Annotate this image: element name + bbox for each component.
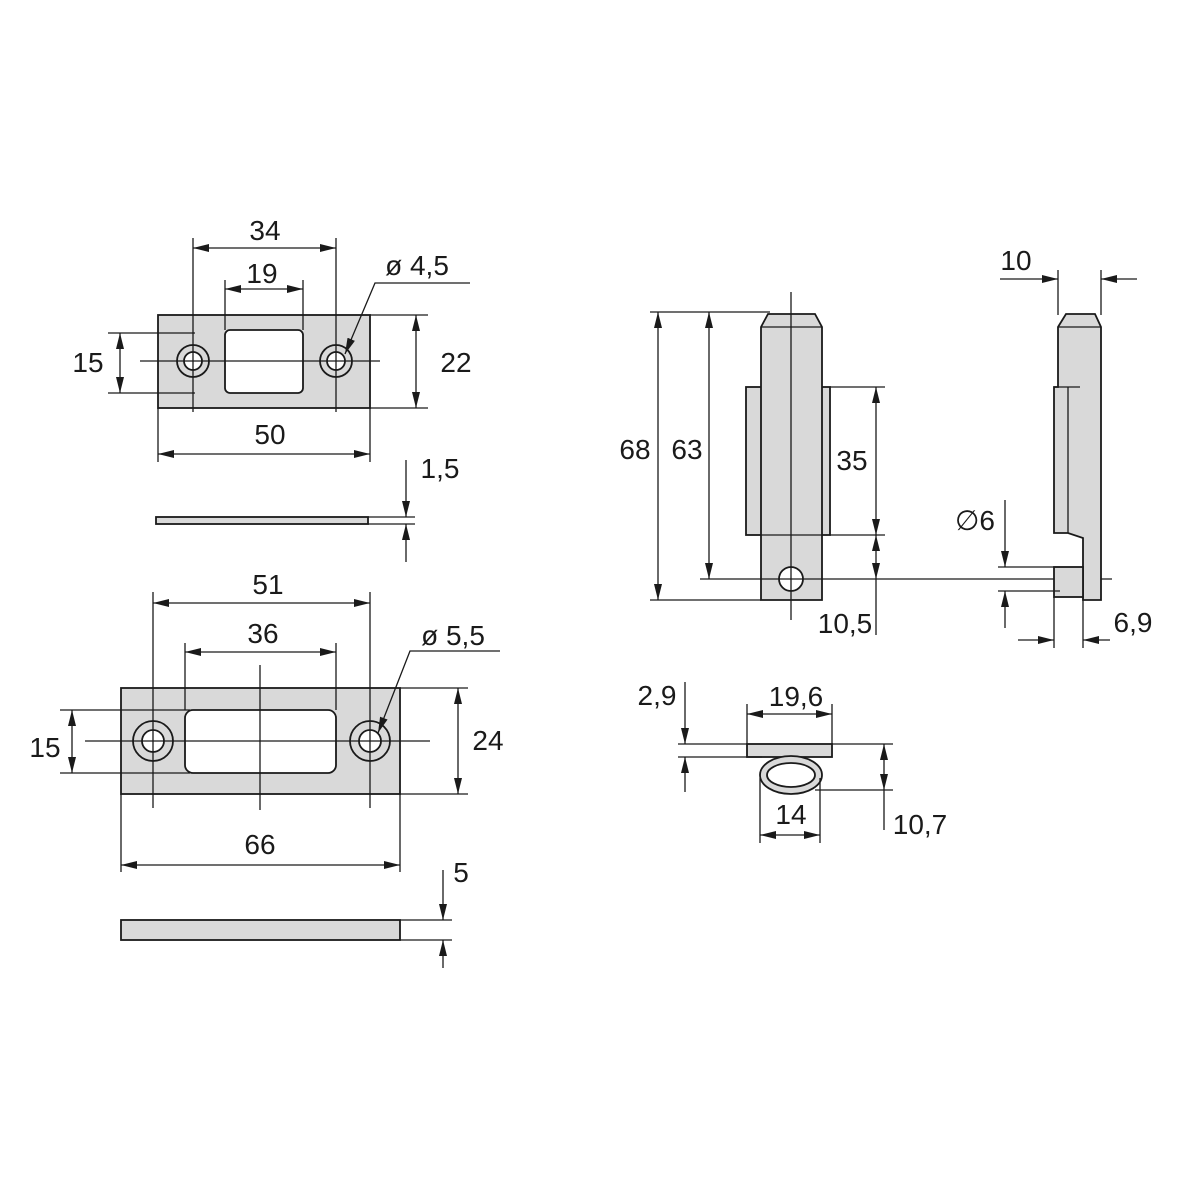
top-flange bbox=[746, 743, 833, 758]
dim-flange-thickness-label: 2,9 bbox=[638, 680, 677, 711]
strike-plate-large-front: 51 36 ø 5,5 15 24 66 bbox=[29, 569, 504, 872]
catch-top-view: 19,6 2,9 14 10,7 bbox=[638, 680, 948, 843]
catch-pin bbox=[1053, 566, 1084, 598]
dim-inner-height-label: 15 bbox=[72, 347, 103, 378]
dim-total-depth-label: 10,7 bbox=[893, 809, 948, 840]
top-oval-inner bbox=[766, 762, 816, 788]
strike-plate-large-side: 5 bbox=[120, 857, 469, 968]
plate-side-body bbox=[120, 919, 401, 941]
dim-tab-depth-label: 6,9 bbox=[1114, 607, 1153, 638]
catch-side-view: 10 ∅6 6,9 bbox=[955, 245, 1152, 648]
dim-slot-width-label: 36 bbox=[247, 618, 278, 649]
dim-flange-width-label: 19,6 bbox=[769, 681, 824, 712]
dim-hole-height-label: 63 bbox=[671, 434, 702, 465]
dim-hole-diameter-label: ø 5,5 bbox=[421, 620, 485, 651]
dim-width-label: 10 bbox=[1000, 245, 1031, 276]
dim-oval-width-label: 14 bbox=[775, 799, 806, 830]
plate-side-body bbox=[155, 516, 369, 525]
dim-flange-height-label: 35 bbox=[836, 445, 867, 476]
dim-pin-diameter-label: ∅6 bbox=[955, 505, 995, 536]
dim-length-label: 66 bbox=[244, 829, 275, 860]
dim-length-label: 50 bbox=[254, 419, 285, 450]
dim-height-label: 22 bbox=[440, 347, 471, 378]
dim-hole-diameter-label: ø 4,5 bbox=[385, 250, 449, 281]
dim-hole-offset-label: 10,5 bbox=[818, 608, 873, 639]
dim-hole-spacing-label: 34 bbox=[249, 215, 280, 246]
dim-thickness-label: 1,5 bbox=[421, 453, 460, 484]
dim-total-height-label: 68 bbox=[619, 434, 650, 465]
dim-slot-width-label: 19 bbox=[246, 258, 277, 289]
dim-inner-height-label: 15 bbox=[29, 732, 60, 763]
strike-plate-small-front: 34 19 ø 4,5 15 22 50 bbox=[72, 215, 472, 462]
catch-side-body bbox=[1053, 313, 1102, 601]
leader-line bbox=[344, 282, 470, 355]
dim-height-label: 24 bbox=[472, 725, 503, 756]
leader-line bbox=[377, 650, 500, 734]
dim-hole-spacing-label: 51 bbox=[252, 569, 283, 600]
strike-plate-small-side: 1,5 bbox=[155, 453, 460, 562]
catch-front-view: 68 63 35 10,5 bbox=[619, 292, 1112, 639]
dim-thickness-label: 5 bbox=[453, 857, 469, 888]
